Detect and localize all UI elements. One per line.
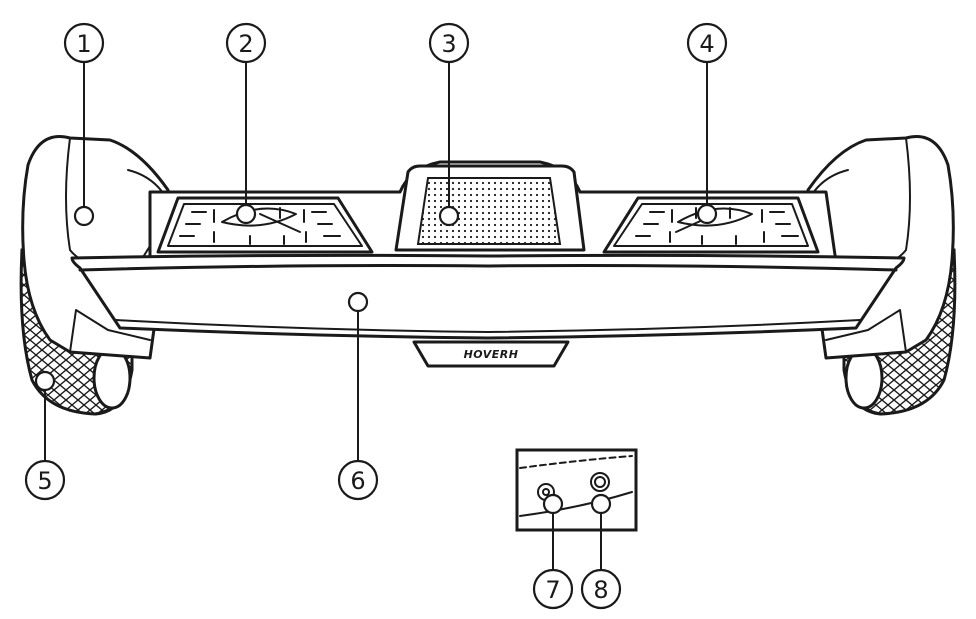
center-grille [394, 164, 586, 252]
callout-7: 7 [532, 568, 574, 610]
callout-number: 6 [350, 467, 365, 495]
right-foot-pad [602, 196, 820, 254]
callout-number: 2 [238, 30, 253, 58]
dot-5 [34, 370, 56, 392]
callout-8: 8 [580, 568, 622, 610]
left-foot-pad [156, 196, 374, 254]
leader-lines [44, 62, 708, 570]
callout-3: 3 [428, 22, 470, 64]
callout-2: 2 [225, 22, 267, 64]
callout-number: 7 [545, 576, 560, 604]
brand-logo: HOVERH [464, 348, 519, 361]
callout-number: 4 [699, 30, 714, 58]
callout-6: 6 [337, 459, 379, 501]
callout-1: 1 [63, 22, 105, 64]
dot-3 [438, 205, 460, 227]
inset-detail [515, 448, 638, 532]
front-bumper [70, 253, 906, 340]
callout-4: 4 [686, 22, 728, 64]
dot-8 [590, 493, 612, 515]
dot-7 [542, 493, 564, 515]
callout-number: 3 [441, 30, 456, 58]
callout-5: 5 [24, 459, 66, 501]
target-dots [34, 203, 718, 515]
dot-6 [347, 291, 369, 313]
dot-1 [73, 205, 95, 227]
dot-4 [696, 203, 718, 225]
dot-2 [235, 203, 257, 225]
logo-badge: HOVERH [412, 340, 570, 368]
callout-number: 5 [37, 467, 52, 495]
callout-number: 8 [593, 576, 608, 604]
callout-number: 1 [76, 30, 91, 58]
